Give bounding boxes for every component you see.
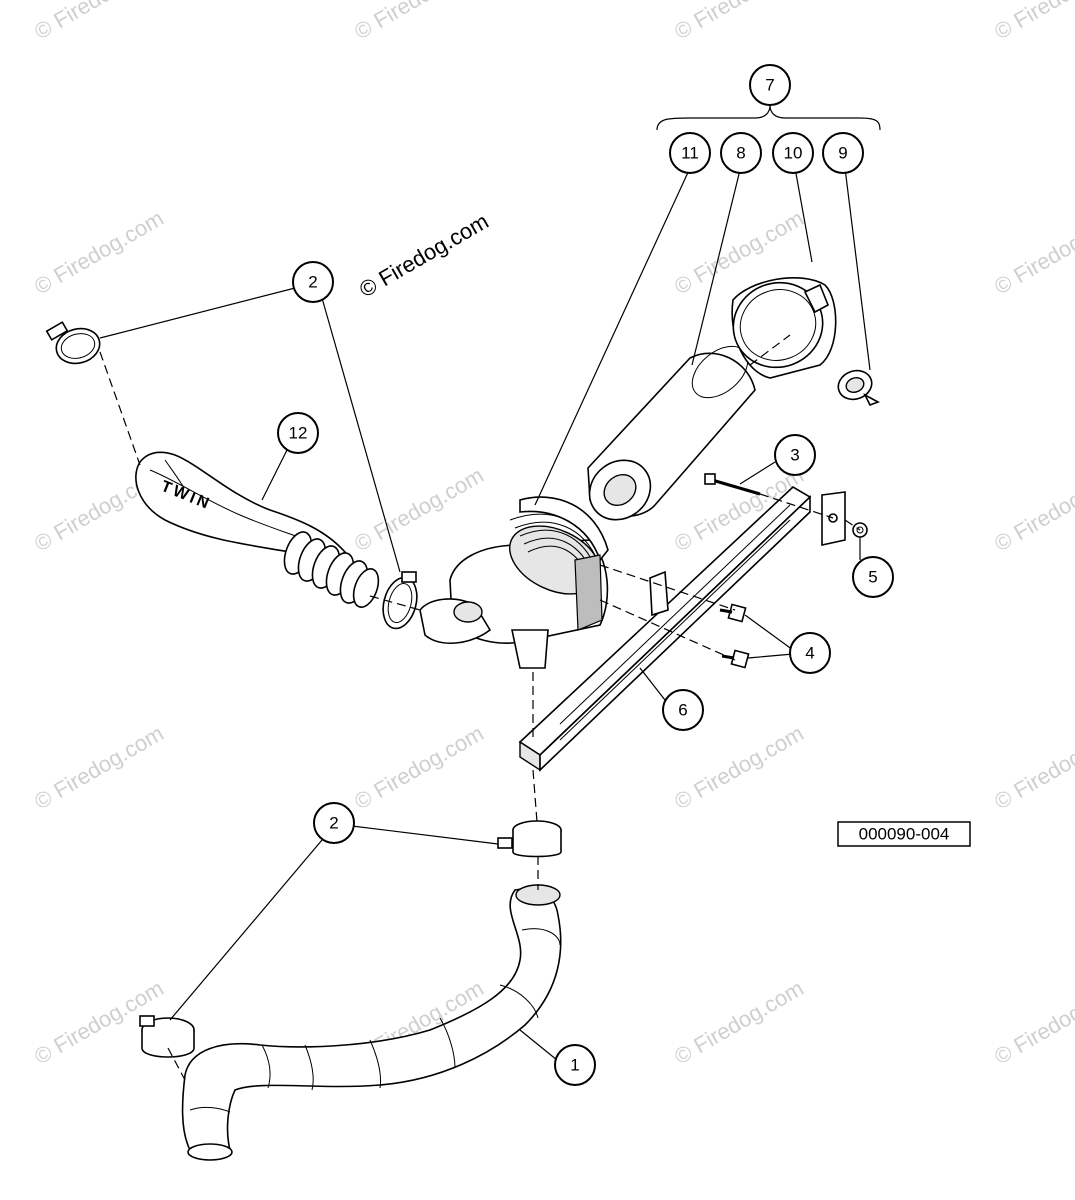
filter-element <box>587 345 756 521</box>
callout-label: 12 <box>289 424 308 443</box>
watermark: © Firedog.com <box>990 720 1075 814</box>
callout-label: 2 <box>329 814 338 833</box>
callout-9: 9 <box>822 132 864 174</box>
drawing-id-text: 000090-004 <box>859 825 950 844</box>
callout-4: 4 <box>789 632 831 674</box>
callout-11: 11 <box>669 132 711 174</box>
hose-clamp-lower-right <box>497 820 562 858</box>
callout-2-bottom: 2 <box>313 802 355 844</box>
callout-12: 12 <box>277 412 319 454</box>
watermark: © Firedog.com <box>30 205 168 299</box>
callout-10: 10 <box>772 132 814 174</box>
watermark: © Firedog.com <box>670 0 808 44</box>
callout-label: 2 <box>308 273 317 292</box>
air-cleaner-housing <box>419 496 609 669</box>
watermark: © Firedog.com <box>350 720 488 814</box>
callout-label: 4 <box>805 644 814 663</box>
leader-lines <box>99 167 871 1061</box>
vacuator-valve <box>837 369 880 407</box>
watermark: © Firedog.com <box>990 975 1075 1069</box>
callout-label: 5 <box>868 568 877 587</box>
filter-cover <box>731 277 837 379</box>
drawing-id: 000090-004 <box>837 821 971 847</box>
callout-label: 10 <box>784 144 803 163</box>
callout-3: 3 <box>774 434 816 476</box>
callout-8: 8 <box>720 132 762 174</box>
watermark: © Firedog.com <box>990 0 1075 44</box>
callout-2-top: 2 <box>292 261 334 303</box>
callout-label: 11 <box>681 144 699 163</box>
callout-5: 5 <box>852 556 894 598</box>
intake-hose-part: TWIN <box>135 451 380 608</box>
callout-label: 1 <box>570 1056 579 1075</box>
watermark: © Firedog.com <box>30 0 168 44</box>
group-7-bracket <box>656 104 881 131</box>
mounting-bar <box>518 486 846 772</box>
hose-clamp-upper-left <box>45 321 101 365</box>
watermark: © Firedog.com <box>990 462 1075 556</box>
assembly-lines <box>99 334 861 1081</box>
hose-clamp-upper-right <box>382 571 418 630</box>
watermark: © Firedog.com <box>30 720 168 814</box>
callout-label: 7 <box>765 76 774 95</box>
callout-1: 1 <box>554 1044 596 1086</box>
bolt-long <box>704 473 761 496</box>
callout-6: 6 <box>662 689 704 731</box>
callout-7: 7 <box>749 64 791 106</box>
hose-clamp-lower-left <box>139 1015 195 1058</box>
callout-label: 8 <box>736 144 745 163</box>
watermark: © Firedog.com <box>350 462 488 556</box>
bolts-short <box>719 603 750 669</box>
watermark: © Firedog.com <box>350 0 488 44</box>
callout-label: 3 <box>790 446 799 465</box>
watermark: © Firedog.com <box>670 975 808 1069</box>
callout-label: 6 <box>678 701 687 720</box>
lower-hose <box>181 884 562 1161</box>
watermark: © Firedog.com <box>670 720 808 814</box>
copyright-text: © Firedog.com <box>355 208 493 302</box>
watermark: © Firedog.com <box>990 205 1075 299</box>
callout-label: 9 <box>838 144 847 163</box>
